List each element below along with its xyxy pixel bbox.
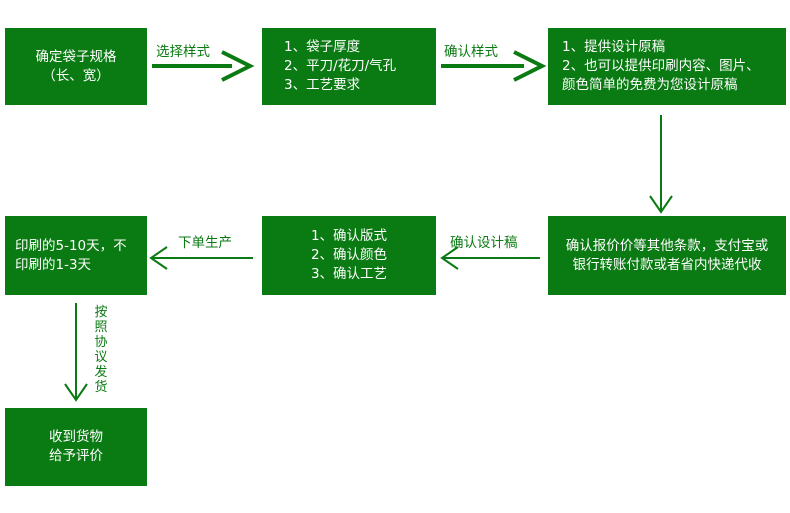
box-line: 银行转账付款或者省内快递代收 (572, 256, 762, 273)
receive-goods-box: 收到货物 给予评价 (5, 408, 147, 486)
confirm-style-label: 确认样式 (444, 44, 498, 60)
bag-options-box: 1、袋子厚度 2、平刀/花刀/气孔 3、工艺要求 (262, 28, 436, 105)
box-line: 给予评价 (49, 448, 103, 464)
arrow-ship-by-agreement (64, 303, 88, 402)
box-line: 2、确认颜色 (310, 247, 388, 263)
box-line: 1、提供设计原稿 (562, 39, 666, 55)
arrow-select-style (152, 50, 255, 82)
box-line: 确定袋子规格 (35, 48, 117, 65)
box-line: 颜色简单的免费为您设计原稿 (562, 77, 738, 93)
arrow-confirm-design-draft (440, 246, 540, 270)
ship-by-agreement-label: 按照协议发货 (94, 305, 108, 395)
production-label: 下单生产 (178, 235, 232, 251)
arrow-production (149, 246, 253, 270)
box-line: 印刷的1-3天 (15, 256, 92, 273)
box-line: 2、也可以提供印刷内容、图片、 (562, 58, 760, 74)
box-line: 1、确认版式 (310, 228, 388, 244)
confirm-details-box: 1、确认版式 2、确认颜色 3、确认工艺 (262, 216, 436, 295)
box-line: 印刷的5-10天，不 (15, 237, 127, 254)
box-line: 1、袋子厚度 (284, 39, 361, 55)
select-style-label: 选择样式 (156, 44, 210, 60)
payment-box: 确认报价价等其他条款，支付宝或 银行转账付款或者省内快递代收 (548, 216, 786, 295)
box-line: 确认报价价等其他条款，支付宝或 (565, 237, 769, 254)
confirm-design-draft-label: 确认设计稿 (450, 235, 518, 251)
design-draft-box: 1、提供设计原稿 2、也可以提供印刷内容、图片、 颜色简单的免费为您设计原稿 (548, 28, 786, 105)
production-time-box: 印刷的5-10天，不 印刷的1-3天 (5, 216, 147, 295)
box-line: 3、工艺要求 (284, 77, 361, 93)
box-line: 2、平刀/花刀/气孔 (284, 58, 397, 74)
confirm-bag-specs-box: 确定袋子规格 （长、宽） (5, 28, 147, 105)
arrow-confirm-style (441, 50, 547, 82)
arrow-down-to-payment (649, 115, 673, 214)
box-line: 3、确认工艺 (310, 266, 388, 282)
box-line: 收到货物 (49, 429, 103, 445)
box-line: （长、宽） (42, 67, 110, 84)
